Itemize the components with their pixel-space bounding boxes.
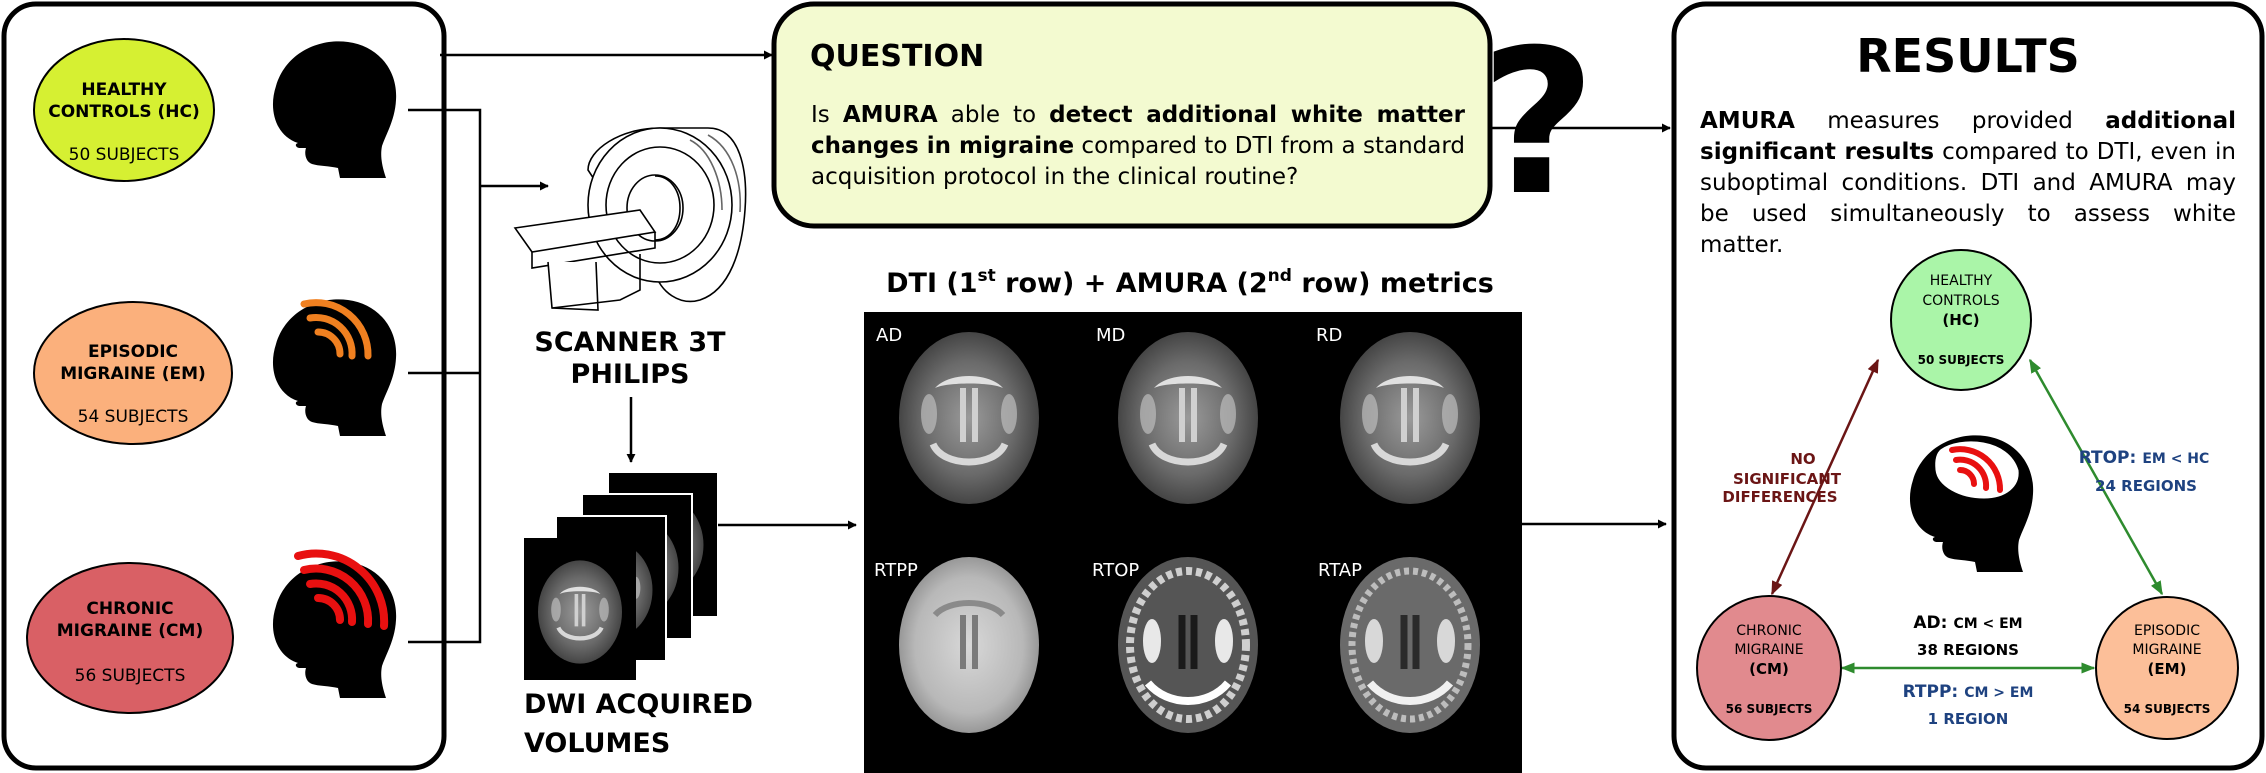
group-hc-label2: CONTROLS (HC) (48, 102, 200, 122)
group-hc-label1: HEALTHY (81, 80, 167, 100)
no-sig-l3: DIFFERENCES (1722, 488, 1837, 506)
result-cm-l3: (CM) (1749, 660, 1789, 678)
question-mark-icon: ? (1480, 7, 1596, 240)
result-em-subjects: 54 SUBJECTS (2124, 702, 2211, 716)
rtop-regions: 24 REGIONS (2095, 477, 2197, 495)
group-hc-ellipse (33, 38, 215, 182)
result-hc-node: HEALTHY CONTROLS (HC) 50 SUBJECTS (1890, 249, 2032, 391)
group-em-subjects: 54 SUBJECTS (78, 407, 189, 427)
rtpp-regions: 1 REGION (1928, 710, 2009, 728)
group-cm: CHRONIC MIGRAINE (CM) 56 SUBJECTS (26, 549, 397, 714)
question-box (771, 1, 1493, 229)
metric-ad-image (899, 332, 1039, 504)
metric-label-rtpp: RTPP (874, 560, 918, 581)
group-cm-subjects: 56 SUBJECTS (75, 666, 186, 686)
group-cm-ellipse (26, 562, 234, 714)
result-em-l2: MIGRAINE (2132, 642, 2201, 658)
metric-md-image (1118, 332, 1258, 504)
result-cm-node: CHRONIC MIGRAINE (CM) 56 SUBJECTS (1696, 595, 1842, 741)
result-em-l3: (EM) (2148, 660, 2187, 678)
result-cm-subjects: 56 SUBJECTS (1726, 702, 1813, 716)
result-hc-circle (1890, 249, 2032, 391)
result-cm-l2: MIGRAINE (1734, 642, 1803, 658)
group-em-label1: EPISODIC (88, 342, 178, 362)
rtop-result: RTOP:EM < HC (2079, 448, 2210, 468)
rtpp-result: RTPP:CM > EM (1903, 682, 2034, 702)
group-connectors (408, 108, 482, 644)
dwi-label2: VOLUMES (524, 728, 670, 759)
result-cm-circle (1696, 595, 1842, 741)
results-body: AMURA measures provided additional signi… (1700, 108, 2236, 258)
scanner-label1: SCANNER 3T (534, 327, 726, 358)
metric-label-ad: AD (876, 325, 902, 346)
group-em: EPISODIC MIGRAINE (EM) 54 SUBJECTS (33, 299, 397, 445)
metric-label-rd: RD (1316, 325, 1342, 346)
result-hc-l2: CONTROLS (1922, 293, 1999, 309)
arrow-hc-em (2028, 358, 2164, 596)
metric-rtpp-image (899, 557, 1039, 733)
no-sig-l2: SIGNIFICANT (1733, 470, 1842, 488)
result-hc-l3: (HC) (1942, 311, 1979, 329)
arrow-hc-cm (1770, 358, 1880, 596)
metric-label-md: MD (1096, 325, 1125, 346)
group-hc-subjects: 50 SUBJECTS (69, 145, 180, 165)
metric-rtap-image (1340, 557, 1480, 733)
mri-scanner-icon (513, 127, 747, 311)
ad-result: AD:CM < EM (1913, 613, 2022, 633)
result-em-node: EPISODIC MIGRAINE (EM) 54 SUBJECTS (2095, 596, 2239, 740)
dwi-volume-stack (524, 471, 719, 680)
result-cm-l1: CHRONIC (1736, 623, 1802, 639)
result-hc-subjects: 50 SUBJECTS (1918, 353, 2005, 367)
metric-rtop-image (1118, 557, 1258, 733)
result-em-l1: EPISODIC (2134, 623, 2200, 639)
scanner-label2: PHILIPS (571, 359, 690, 390)
results-title: RESULTS (1856, 29, 2080, 83)
question-title: QUESTION (810, 39, 984, 74)
result-em-circle (2095, 596, 2239, 740)
question-body: Is AMURA able to detect additional white… (811, 102, 1465, 190)
group-hc: HEALTHY CONTROLS (HC) 50 SUBJECTS (33, 38, 397, 182)
pain-waves-red-icon (294, 549, 389, 630)
metric-label-rtop: RTOP (1092, 560, 1139, 581)
result-hc-l1: HEALTHY (1930, 273, 1993, 289)
metric-label-rtap: RTAP (1318, 560, 1362, 581)
ad-regions: 38 REGIONS (1917, 641, 2019, 659)
metric-rd-image (1340, 332, 1480, 504)
metrics-title: DTI (1st row) + AMURA (2nd row) metrics (886, 266, 1494, 299)
group-em-ellipse (33, 301, 233, 445)
pain-waves-red-icon (1949, 446, 2004, 493)
group-cm-label2: MIGRAINE (CM) (57, 621, 203, 641)
group-em-label2: MIGRAINE (EM) (60, 364, 206, 384)
group-cm-label1: CHRONIC (86, 599, 173, 619)
pain-waves-orange-icon (300, 299, 372, 360)
dwi-label1: DWI ACQUIRED (524, 689, 753, 720)
no-sig-l1: NO (1790, 450, 1815, 468)
